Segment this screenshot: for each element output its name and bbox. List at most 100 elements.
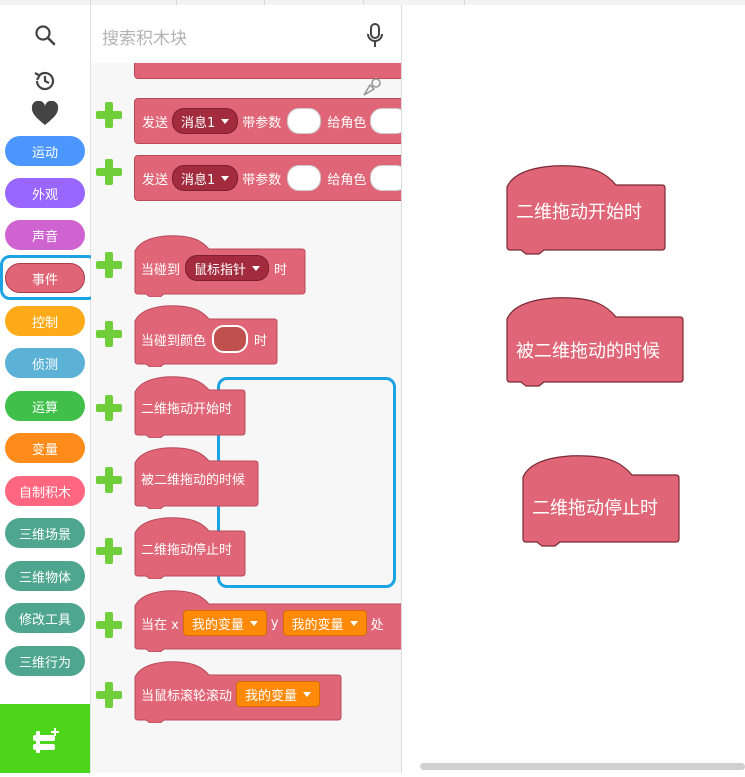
search-placeholder[interactable]: 搜索积木块 (102, 29, 187, 49)
category-label: 三维物体 (18, 570, 71, 586)
when-mouse-wheel-content: 当鼠标滚轮滚动 我的变量 (141, 678, 324, 710)
add-block-icon[interactable] (94, 250, 124, 280)
block-text: 带参数 (242, 115, 282, 131)
dropdown-value: 我的变量 (245, 688, 298, 704)
block-palette[interactable]: 搜索积木块 发送 消息1 带参数 给角色 发送 消息1 带参数 给角色 当碰到 … (91, 5, 401, 773)
message-dropdown[interactable]: 消息1 (172, 108, 239, 134)
category-3d-scene[interactable]: 三维场景 (5, 518, 85, 548)
add-block-icon[interactable] (94, 536, 124, 566)
category-sensing[interactable]: 侦测 (5, 348, 85, 378)
category-motion[interactable]: 运动 (5, 136, 85, 166)
category-label: 侦测 (31, 357, 58, 373)
block-text: 给角色 (327, 115, 367, 131)
category-events[interactable]: 事件 (5, 263, 85, 293)
add-block-icon[interactable] (94, 680, 124, 710)
dropdown-caret-icon (303, 691, 312, 697)
when-touching-color-hat-block[interactable] (134, 303, 278, 367)
y-variable-dropdown[interactable]: 我的变量 (282, 610, 367, 636)
dropdown-value: 我的变量 (191, 617, 244, 633)
drag-start-label: 二维拖动开始时 (141, 402, 233, 417)
dropdown-value: 消息1 (181, 172, 216, 188)
block-text: 发送 (142, 172, 169, 188)
canvas-being-dragged-label: 被二维拖动的时候 (516, 341, 660, 362)
dropdown-caret-icon (252, 265, 261, 271)
message-dropdown[interactable]: 消息1 (172, 165, 239, 191)
canvas-drag-stop-label: 二维拖动停止时 (532, 498, 658, 519)
param-input[interactable] (287, 165, 322, 191)
dropdown-caret-icon (221, 175, 230, 181)
category-my-blocks[interactable]: 自制积木 (5, 476, 85, 506)
add-block-icon[interactable] (94, 610, 124, 640)
color-swatch-input[interactable] (212, 325, 249, 353)
add-block-icon[interactable] (94, 319, 124, 349)
category-label: 控制 (31, 315, 58, 331)
tab[interactable] (0, 0, 91, 5)
favorites-heart-icon[interactable] (0, 100, 90, 131)
add-block-icon[interactable] (94, 393, 124, 423)
add-extension-button[interactable] (0, 704, 90, 773)
add-block-icon[interactable] (94, 157, 124, 187)
palette-divider (401, 5, 402, 773)
drag-start-hat-block[interactable] (134, 374, 246, 438)
canvas-drag-start-label: 二维拖动开始时 (516, 202, 642, 223)
x-variable-dropdown[interactable]: 我的变量 (182, 610, 267, 636)
category-label: 运动 (31, 145, 58, 161)
clean-up-icon[interactable] (360, 75, 384, 99)
block-text: 当碰到 (141, 262, 181, 278)
category-label: 三维场景 (18, 527, 71, 543)
block-text: 发送 (142, 115, 169, 131)
when-touching-color-content: 当碰到颜色 时 (141, 323, 267, 355)
being-dragged-hat-block[interactable] (134, 445, 259, 509)
when-at-xy-hat-block[interactable] (134, 588, 401, 652)
param-input[interactable] (287, 108, 322, 134)
touch-target-dropdown[interactable]: 鼠标指针 (185, 255, 270, 281)
category-3d-object[interactable]: 三维物体 (5, 561, 85, 591)
category-label: 自制积木 (18, 485, 71, 501)
tab[interactable] (177, 0, 265, 5)
when-touching-content: 当碰到 鼠标指针 时 (141, 252, 287, 284)
tab[interactable] (91, 0, 177, 5)
category-looks[interactable]: 外观 (5, 178, 85, 208)
wheel-variable-dropdown[interactable]: 我的变量 (236, 681, 321, 707)
dropdown-value: 鼠标指针 (194, 262, 247, 278)
block-text: 当碰到颜色 (141, 333, 207, 349)
category-variables[interactable]: 变量 (5, 433, 85, 463)
category-label: 三维行为 (18, 655, 71, 671)
sprite-dropdown[interactable] (370, 108, 401, 134)
canvas-horizontal-scrollbar[interactable] (420, 763, 745, 770)
canvas-being-dragged-block[interactable] (506, 297, 684, 387)
script-canvas[interactable]: 二维拖动开始时 被二维拖动的时候 二维拖动停止时 (402, 5, 745, 773)
search-icon[interactable] (0, 23, 90, 51)
when-at-xy-content: 当在 x 我的变量 y 我的变量 处 (141, 607, 384, 639)
category-label: 变量 (31, 442, 58, 458)
being-dragged-label: 被二维拖动的时候 (141, 473, 246, 488)
tab[interactable] (364, 0, 465, 5)
drag-stop-hat-block[interactable] (134, 515, 246, 579)
dropdown-value: 我的变量 (291, 617, 344, 633)
category-label: 外观 (31, 187, 58, 203)
microphone-icon[interactable] (366, 23, 384, 49)
canvas-drag-stop-block[interactable] (522, 455, 680, 547)
send-message-block[interactable]: 发送 消息1 带参数 给角色 (134, 155, 401, 201)
category-label: 事件 (31, 272, 58, 288)
canvas-drag-start-block[interactable] (506, 165, 666, 255)
category-label: 声音 (31, 229, 58, 245)
sprite-dropdown[interactable] (370, 165, 401, 191)
history-icon[interactable] (0, 67, 90, 99)
block-text: 带参数 (242, 172, 282, 188)
category-sidebar: 运动 外观 声音 事件 控制 侦测 运算 变量 自制积木 三维场景 三维物体 修… (0, 5, 98, 773)
category-sound[interactable]: 声音 (5, 220, 85, 250)
category-label: 修改工具 (18, 612, 71, 628)
add-block-icon[interactable] (94, 465, 124, 495)
tab[interactable] (265, 0, 364, 5)
send-message-block[interactable]: 发送 消息1 带参数 给角色 (134, 98, 401, 144)
category-modify-tools[interactable]: 修改工具 (5, 603, 85, 633)
category-operators[interactable]: 运算 (5, 391, 85, 421)
block-text: 处 (370, 617, 384, 633)
category-control[interactable]: 控制 (5, 306, 85, 336)
block-text: 时 (274, 262, 288, 278)
add-block-icon[interactable] (94, 100, 124, 130)
drag-stop-label: 二维拖动停止时 (141, 543, 233, 558)
block-search-bar: 搜索积木块 (91, 5, 401, 63)
category-3d-behavior[interactable]: 三维行为 (5, 646, 85, 676)
